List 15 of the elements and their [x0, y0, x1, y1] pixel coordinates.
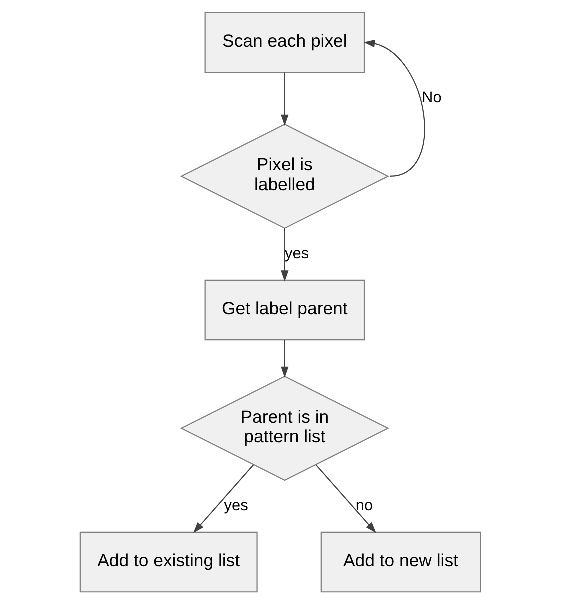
node-diamond: Pixel is labelled: [180, 124, 390, 230]
node-box: Scan each pixel: [204, 12, 366, 74]
edge-label: no: [356, 498, 374, 515]
edge-label: No: [422, 90, 442, 107]
arrow: [364, 40, 426, 178]
node-diamond: Parent is in pattern list: [180, 376, 390, 482]
node-box: Add to existing list: [80, 532, 258, 593]
arrow: [281, 72, 289, 126]
node-box: Add to new list: [320, 532, 482, 593]
arrow: [193, 464, 254, 534]
arrow: [281, 228, 289, 282]
node-box: Get label parent: [204, 280, 366, 341]
edge-label: yes: [224, 498, 248, 515]
arrow: [316, 464, 376, 534]
arrow: [281, 340, 289, 378]
